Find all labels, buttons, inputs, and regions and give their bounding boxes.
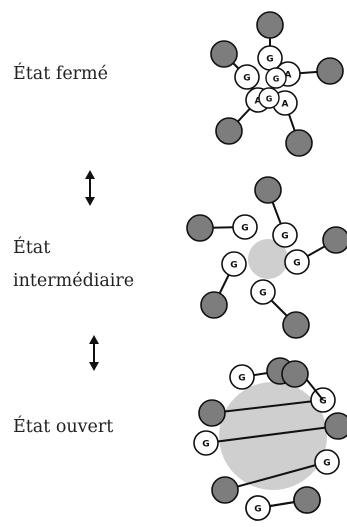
open-subunit-3-label: G xyxy=(323,459,330,469)
intermediate-subunit-4-label: G xyxy=(259,289,266,299)
closed-subunit-4-domain xyxy=(285,129,313,157)
intermediate-subunit-3-domain xyxy=(200,291,228,319)
closed-inner-ring-0 xyxy=(265,67,287,89)
open-subunit-3-ring xyxy=(314,449,340,475)
closed-subunit-2-label: A xyxy=(285,71,292,81)
intermediate-subunit-0-ring xyxy=(272,222,298,248)
intermediate-subunit-1-domain xyxy=(186,214,214,242)
closed-subunit-1-label: G xyxy=(243,74,250,84)
closed-inner-ring-1 xyxy=(258,87,280,109)
intermediate-subunit-0-label: G xyxy=(281,232,288,242)
intermediate-subunit-1-ring xyxy=(232,214,258,240)
open-subunit-5-domain xyxy=(281,360,309,388)
state-label-intermediate-line2: intermédiaire xyxy=(13,271,135,291)
closed-subunit-0-domain xyxy=(256,11,284,39)
closed-subunit-1-ring xyxy=(234,64,260,90)
intermediate-subunit-1-label: G xyxy=(241,224,248,234)
intermediate-pore xyxy=(248,239,288,279)
closed-subunit-2-domain xyxy=(316,57,344,85)
closed-subunit-0-label: G xyxy=(266,55,273,65)
intermediate-subunit-2-domain xyxy=(322,226,347,254)
open-subunit-2-linker xyxy=(205,425,339,444)
open-subunit-6-domain xyxy=(293,486,321,514)
state-label-open: État ouvert xyxy=(13,417,114,437)
state-label-closed: État fermé xyxy=(13,64,108,84)
open-subunit-2-domain xyxy=(324,412,347,440)
open-subunit-6-label: G xyxy=(254,505,261,515)
intermediate-subunit-2-ring xyxy=(284,249,310,275)
open-subunit-1-linker xyxy=(211,399,324,414)
open-subunit-1-label: G xyxy=(319,397,326,407)
intermediate-subunit-2-label: G xyxy=(293,259,300,269)
closed-inner-label-1: G xyxy=(266,95,273,104)
open-subunit-0-label: G xyxy=(238,374,245,384)
open-subunit-1-domain xyxy=(198,399,226,427)
open-subunit-3-linker xyxy=(224,461,328,491)
intermediate-subunit-3-label: G xyxy=(230,261,237,271)
transition-arrow-1 xyxy=(85,170,95,206)
closed-subunit-3-domain xyxy=(215,117,243,145)
open-subunit-2-label: G xyxy=(202,440,209,450)
open-subunit-0-ring xyxy=(229,364,255,390)
intermediate-subunit-4-domain xyxy=(282,311,310,339)
intermediate-subunit-0-domain xyxy=(254,176,282,204)
intermediate-subunit-3-ring xyxy=(221,251,247,277)
state-label-intermediate-line1: État xyxy=(13,238,51,258)
transition-arrow-2 xyxy=(89,335,99,371)
open-subunit-2-ring xyxy=(193,430,219,456)
open-subunit-3-domain xyxy=(211,476,239,504)
closed-subunit-3-label: A xyxy=(255,97,262,107)
open-subunit-6-ring xyxy=(245,495,271,521)
open-subunit-5-linker xyxy=(306,379,324,401)
closed-subunit-1-domain xyxy=(210,40,238,68)
closed-subunit-4-label: A xyxy=(282,100,289,110)
closed-inner-label-0: G xyxy=(273,75,280,84)
intermediate-subunit-4-ring xyxy=(250,279,276,305)
